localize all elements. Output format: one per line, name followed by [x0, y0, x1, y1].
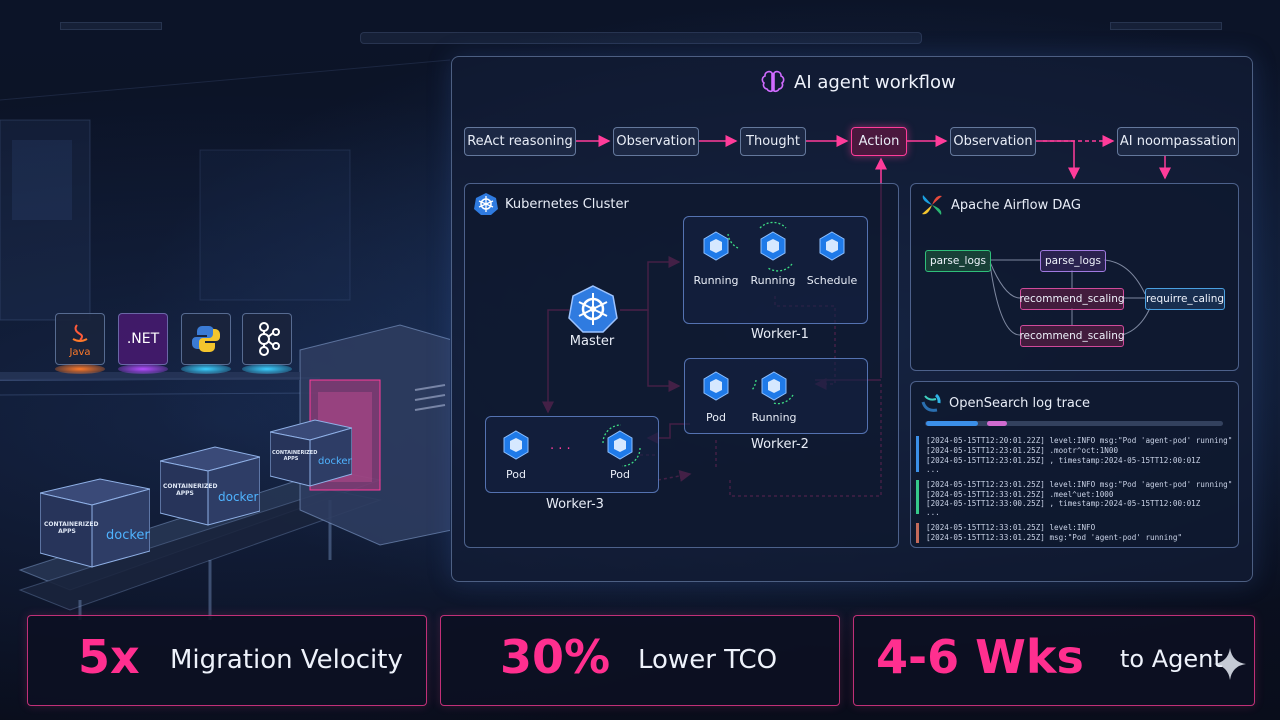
pod-icon	[757, 230, 789, 266]
pod-status-label: Running	[693, 274, 739, 287]
log-line: ...	[926, 508, 940, 517]
workflow-title: AI agent workflow	[760, 66, 1000, 98]
log-line: [2024-05-15TT12:33:01.25Z] level:INFO	[926, 523, 1096, 532]
pod-icon	[500, 429, 532, 465]
stat-value: 5x	[78, 630, 140, 684]
pod-icon	[758, 370, 790, 406]
step-observation-1[interactable]: Observation	[613, 127, 699, 156]
kubernetes-icon	[474, 193, 498, 215]
stat-value: 4-6 Wks	[876, 630, 1084, 684]
log-line: [2024-05-15TT12:23:01.25Z] level:INFO ms…	[926, 480, 1233, 489]
pod-status-label: Pod	[706, 411, 726, 424]
stat-card-velocity	[27, 615, 427, 706]
step-react-reasoning[interactable]: ReAct reasoning	[464, 127, 576, 156]
stat-card-agent	[853, 615, 1255, 706]
container-box: CONTAINERIZED APPS docker	[39, 475, 151, 570]
opensearch-title: OpenSearch log trace	[920, 392, 1090, 414]
dag-node-recommend-scaling-2[interactable]: recommend_scaling	[1019, 325, 1125, 347]
master-node[interactable]	[567, 284, 619, 334]
airflow-icon	[922, 195, 942, 215]
master-label: Master	[569, 334, 615, 349]
dag-node-requirre-caling[interactable]: requirre_caling	[1145, 288, 1225, 310]
worker-3-label: Worker-3	[546, 497, 604, 512]
stat-card-tco	[440, 615, 840, 706]
svg-text:Java: Java	[68, 347, 90, 358]
pod-icon	[700, 370, 732, 406]
worker-2-label: Worker-2	[751, 437, 809, 452]
airflow-title-text: Apache Airflow DAG	[951, 197, 1081, 213]
docker-logo: docker	[318, 456, 352, 467]
box-label: CONTAINERIZED APPS	[272, 450, 318, 462]
kafka-pad	[242, 364, 292, 374]
container-box: CONTAINERIZED APPS docker	[269, 418, 353, 488]
pod-status-label: Running	[751, 411, 797, 424]
kubernetes-title: Kubernetes Cluster	[474, 192, 629, 216]
log-line: [2024-05-15TT12:33:01.25Z] .meel^uet:100…	[926, 490, 1114, 499]
kafka-icon	[242, 313, 292, 365]
sparkle-icon	[1214, 648, 1246, 680]
log-group-2-accent	[916, 480, 919, 514]
ceiling-light	[60, 22, 162, 30]
step-ai-noompassation[interactable]: AI noompassation	[1117, 127, 1239, 156]
stat-value: 30%	[500, 630, 611, 684]
step-observation-2[interactable]: Observation	[950, 127, 1036, 156]
opensearch-panel	[910, 381, 1239, 548]
workflow-title-text: AI agent workflow	[794, 71, 956, 93]
container-box: CONTAINERIZED APPS docker	[159, 445, 261, 527]
docker-logo: docker	[218, 490, 259, 504]
dag-node-parse-logs-1[interactable]: parse_logs	[925, 250, 991, 272]
step-thought[interactable]: Thought	[740, 127, 806, 156]
log-group-1-accent	[916, 436, 919, 472]
pod-status-label: Running	[750, 274, 796, 287]
log-scroll-track[interactable]	[925, 421, 1223, 426]
dotnet-icon: .NET	[118, 313, 168, 365]
stat-label: Migration Velocity	[170, 645, 403, 675]
opensearch-icon	[921, 393, 941, 412]
pod-icon	[604, 429, 636, 465]
pod-status-label: Schedule	[806, 274, 858, 287]
ceiling-light	[360, 32, 922, 44]
log-line: [2024-05-15TT12:23:01.25Z] , timestamp:2…	[926, 456, 1201, 465]
pod-icon	[700, 230, 732, 266]
pod-icon	[816, 230, 848, 266]
pod-status-label: Pod	[506, 468, 526, 481]
dag-node-parse-logs-2[interactable]: parse_logs	[1040, 250, 1106, 272]
kubernetes-master-icon	[568, 285, 618, 333]
opensearch-title-text: OpenSearch log trace	[949, 395, 1091, 411]
kubernetes-title-text: Kubernetes Cluster	[505, 196, 629, 212]
dotnet-pad	[118, 364, 168, 374]
log-scroll-segment-pink	[987, 421, 1007, 426]
ceiling-light	[1110, 22, 1222, 30]
stat-label: Lower TCO	[638, 645, 778, 675]
stat-label: to Agent	[1120, 645, 1223, 673]
docker-logo: docker	[106, 528, 150, 543]
log-line: [2024-05-15TT12:33:00.25Z] , timestamp:2…	[926, 499, 1201, 508]
log-scroll-segment-blue	[926, 421, 978, 426]
log-line: [2024-05-15TT12:20:01.22Z] level:INFO ms…	[926, 436, 1233, 445]
dag-node-recommend-scaling-1[interactable]: recommend_scaling	[1019, 288, 1125, 310]
pod-ellipsis: . . .	[550, 438, 571, 453]
step-action[interactable]: Action	[851, 127, 907, 156]
pod-status-label: Pod	[610, 468, 630, 481]
airflow-title: Apache Airflow DAG	[920, 193, 1081, 217]
python-pad	[181, 364, 231, 374]
java-pad	[55, 364, 105, 374]
log-line: ...	[926, 465, 940, 474]
box-label: CONTAINERIZED APPS	[163, 483, 218, 497]
dotnet-label: .NET	[126, 331, 160, 347]
log-line: [2024-05-15TT12:33:01.25Z] msg:"Pod 'age…	[926, 533, 1183, 542]
worker-1-label: Worker-1	[751, 327, 809, 342]
box-label: CONTAINERIZED APPS	[44, 521, 99, 535]
python-icon	[181, 313, 231, 365]
java-icon: Java	[55, 313, 105, 365]
brain-icon	[761, 70, 785, 93]
log-line: [2024-05-15TT12:23:01.25Z] .mootr^oct:1N…	[926, 446, 1119, 455]
log-group-3-accent	[916, 523, 919, 543]
